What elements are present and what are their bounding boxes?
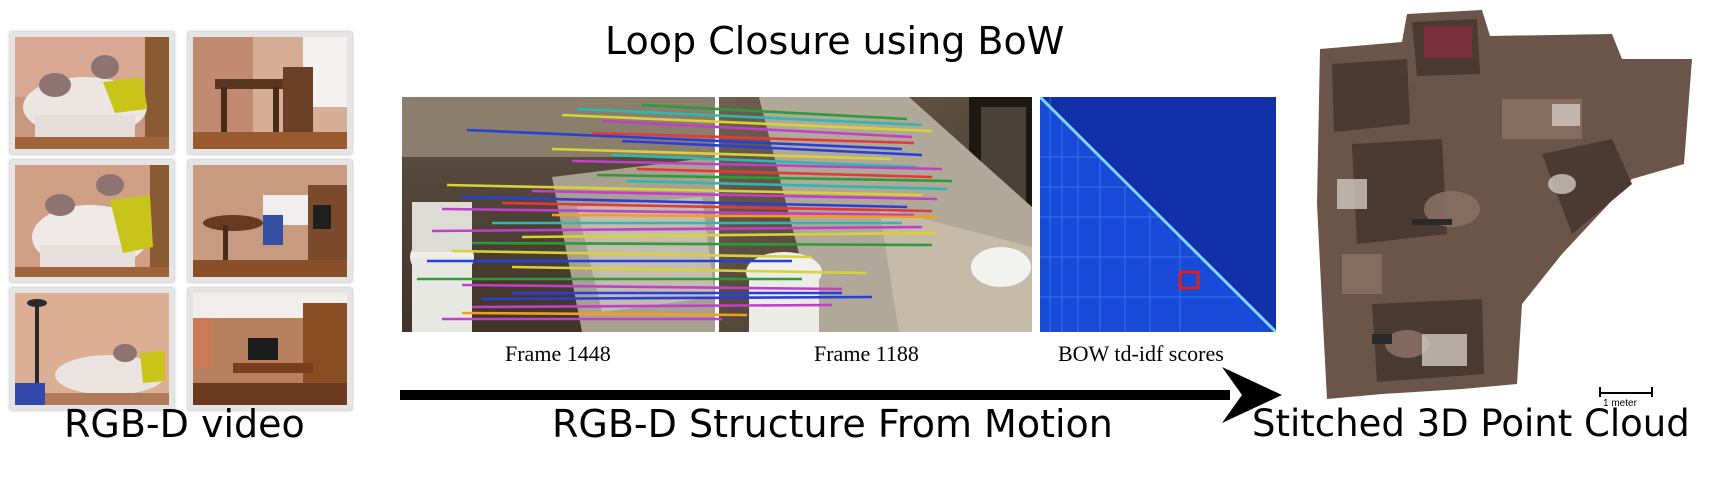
loop-closure-marker: [1178, 270, 1200, 290]
feature-match-image: [402, 97, 1032, 332]
frame-1188-caption: Frame 1188: [814, 341, 919, 366]
video-frame-thumbnail: [10, 160, 174, 282]
scale-bar-label: 1 meter: [1603, 398, 1637, 409]
scale-bar: [1599, 387, 1653, 397]
video-frame-thumbnail: [188, 32, 352, 154]
stitched-point-cloud: [1312, 4, 1702, 406]
video-frame-thumbnail: [188, 160, 352, 282]
video-frame-thumbnail: [188, 288, 352, 410]
point-cloud-label: Stitched 3D Point Cloud: [1252, 402, 1690, 445]
video-frame-thumbnail: [10, 32, 174, 154]
bow-scores-caption: BOW td-idf scores: [1058, 341, 1224, 366]
rgbd-sfm-label: RGB-D Structure From Motion: [552, 402, 1113, 446]
bow-score-heatmap: [1040, 97, 1276, 332]
rgbd-video-label: RGB-D video: [64, 402, 305, 446]
video-frame-thumbnail: [10, 288, 174, 410]
feature-match-lines: [417, 103, 953, 321]
page-title: Loop Closure using BoW: [605, 19, 1065, 63]
pipeline-arrow: [400, 367, 1282, 423]
frame-1448-caption: Frame 1448: [505, 341, 611, 366]
